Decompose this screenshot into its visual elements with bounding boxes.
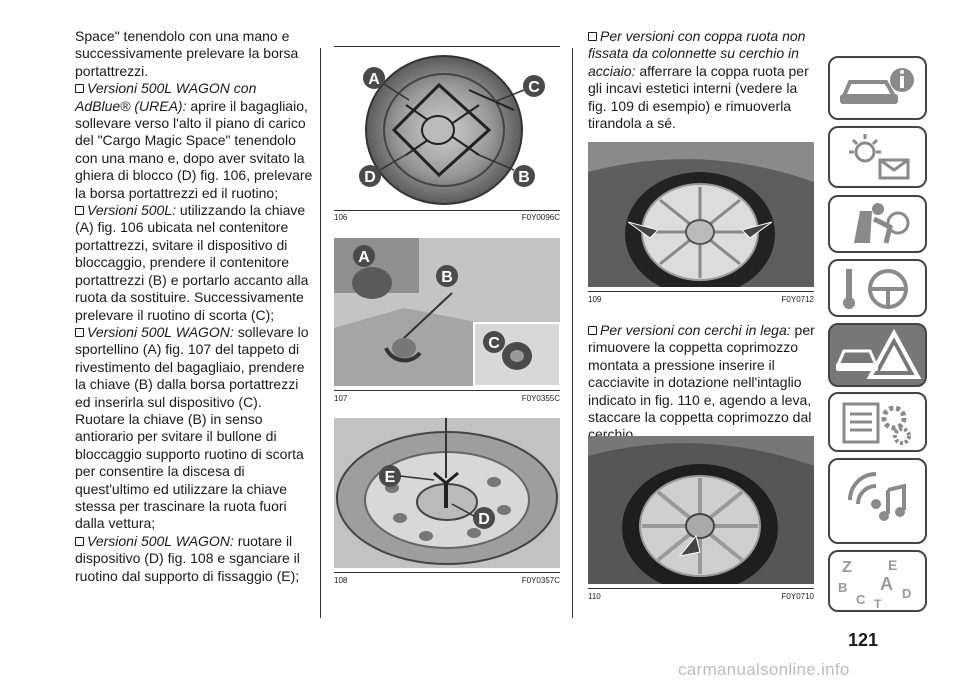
version-label: Per versioni con coppa ruota non fissata… [588,28,806,79]
index-letter-a: A [880,574,893,594]
figure-107-code: F0Y0355C [521,394,560,403]
paragraph-text: per rimuovere la coppetta coprimozzo mon… [588,322,815,443]
figure-107-caption: 107 F0Y0355C [334,394,560,403]
version-label: Versioni 500L: [87,202,176,219]
figure-110-caption: 110 F0Y0710 [588,592,814,601]
paragraph-text: utilizzando la chiave (A) fig. 106 ubica… [75,202,309,323]
figure-110-code: F0Y0710 [781,592,814,601]
figure-106-callout-C [523,75,545,97]
paragraph: Space" tenendolo con una mano e successi… [75,28,313,80]
side-tab-index[interactable]: Z E B A C D T [828,550,927,612]
figure-106-callout-A [363,67,385,89]
version-label: Versioni 500L WAGON: [87,323,234,340]
figure-106-code: F0Y0096C [521,213,560,222]
paragraph-text: sollevare lo sportellino (A) fig. 107 de… [75,323,309,532]
figure-108-number: 108 [334,576,348,585]
figure-107-number: 107 [334,394,348,403]
airbag-seat-icon [854,203,910,244]
figure-107-label-B: B [441,269,453,286]
side-tab-airbag-seat[interactable] [828,195,927,253]
index-letter-b: B [838,580,847,595]
index-letter-c: C [856,592,866,607]
figure-106-image: A C D B [334,50,560,208]
index-letter-e: E [888,557,897,573]
paragraph-text: afferrare la coppa ruota per gli incavi … [588,62,809,132]
figure-106-number: 106 [334,213,348,222]
figure-108-image: E D [334,418,560,568]
side-tab-maintenance[interactable] [828,392,927,452]
figure-107-label-A: A [358,249,370,266]
figure-109-image [588,142,814,287]
figure-109-number: 109 [588,295,602,304]
checkbox-bullet-icon [75,206,84,216]
figure-110-image [588,436,814,584]
figure-106-label-C: C [528,79,540,96]
figure-108-label-E: E [385,469,396,486]
figure-106-callout-D [359,165,381,187]
page-number: 121 [848,630,879,650]
left-column: Space" tenendolo con una mano e successi… [75,28,313,585]
side-tab-emergency[interactable] [828,323,927,387]
column-divider-left [320,48,321,618]
figure-106-label-B: B [518,169,530,186]
bullet-paragraph: Versioni 500L WAGON con AdBlue® (UREA): … [75,80,313,202]
figure-106-label-A: A [368,71,380,88]
version-label: Versioni 500L WAGON: [87,532,234,549]
figure-109-code: F0Y0712 [781,295,814,304]
column-divider-right [572,48,573,618]
figure-109-caption: 109 F0Y0712 [588,295,814,304]
figure-108-label-D: D [478,511,490,528]
figure-106-label-D: D [364,169,376,186]
car-info-icon [840,68,914,104]
figure-106-callout-B [513,165,535,187]
figure-107-label-C: C [488,335,500,352]
index-letters-icon: Z E B A C D T [838,557,911,611]
checkbox-bullet-icon [588,32,597,41]
index-letter-t: T [874,597,882,610]
right-column-top: Per versioni con coppa ruota non fissata… [588,28,816,132]
paragraph-text: aprire il bagagliaio, sollevare verso l'… [75,97,313,201]
side-tab-multimedia[interactable] [828,458,927,544]
figure-108-caption: 108 F0Y0357C [334,576,560,585]
bullet-paragraph: Per versioni con coppa ruota non fissata… [588,28,816,132]
multimedia-music-icon [848,472,906,521]
figure-108-caption-rule [334,572,560,573]
watermark: carmanualsonline.info [678,660,850,679]
paragraph-text: Space" tenendolo con una mano e successi… [75,28,299,79]
warning-lights-icon [849,134,910,180]
figure-109-caption-rule [588,291,814,292]
right-column-bottom: Per versioni con cerchi in lega: per rim… [588,322,816,444]
checkbox-bullet-icon [75,84,84,94]
figure-110-number: 110 [588,592,601,601]
figure-106-caption: 106 F0Y0096C [334,213,560,222]
checkbox-bullet-icon [588,326,597,335]
maintenance-gear-icon [842,402,911,445]
checkbox-bullet-icon [75,327,84,337]
figure-108-code: F0Y0357C [521,576,560,585]
paragraph-text: ruotare il dispositivo (D) fig. 108 e sg… [75,532,300,584]
index-letter-z: Z [842,559,852,576]
side-tab-warning-lights[interactable] [828,126,927,188]
figure-110-caption-rule [588,588,814,589]
bullet-paragraph: Per versioni con cerchi in lega: per rim… [588,322,816,444]
bullet-paragraph: Versioni 500L WAGON: ruotare il disposit… [75,533,313,585]
version-label: Versioni 500L WAGON con AdBlue® (UREA): [75,80,257,114]
emergency-triangle-icon [835,328,922,379]
figure-107-image: A B C [334,238,560,386]
index-letter-d: D [902,586,911,601]
figure-106-caption-rule [334,210,560,211]
bullet-paragraph: Versioni 500L: utilizzando la chiave (A)… [75,202,313,324]
checkbox-bullet-icon [75,536,84,546]
version-label: Per versioni con cerchi in lega: [600,322,791,338]
steering-wheel-key-icon [843,269,908,309]
bullet-paragraph: Versioni 500L WAGON: sollevare lo sporte… [75,324,313,533]
side-tab-car-info[interactable] [828,56,927,120]
side-tab-steering-key[interactable] [828,259,927,317]
figure-107-caption-rule [334,390,560,391]
figure-106-top-rule [334,46,560,47]
